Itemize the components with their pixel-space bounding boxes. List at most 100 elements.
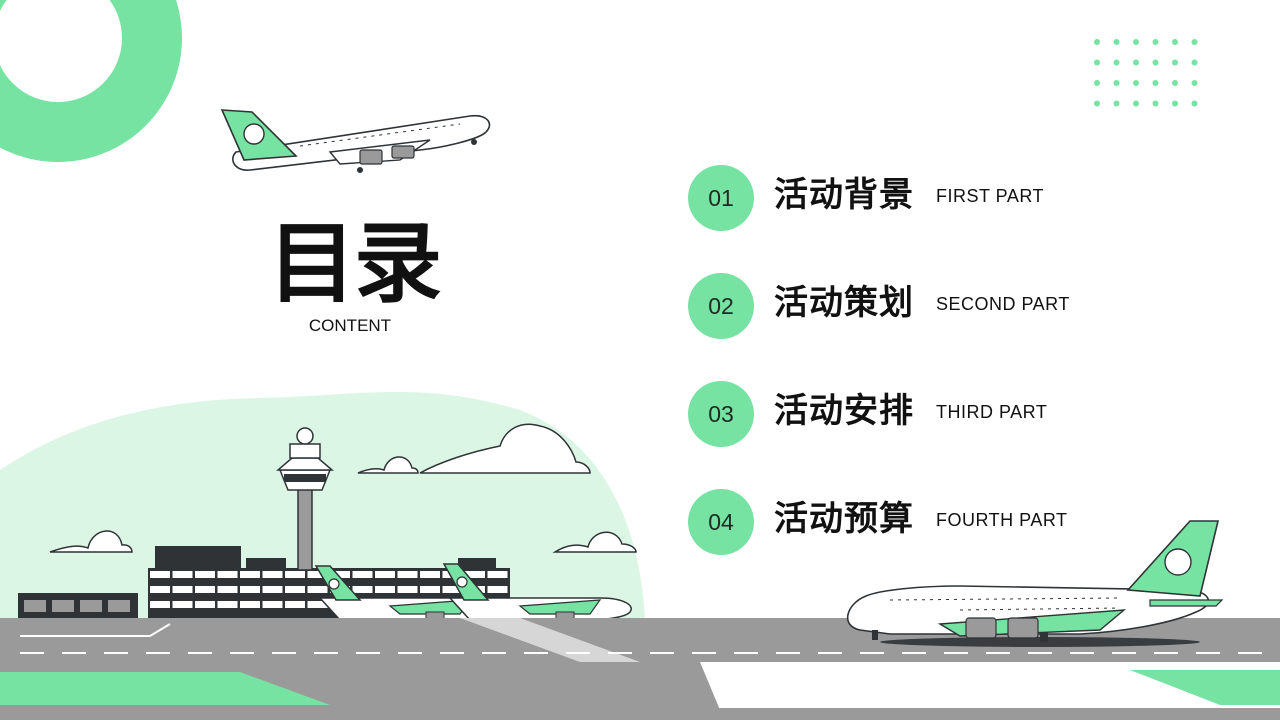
terminal-buildings: [18, 546, 510, 618]
building-window: [465, 571, 485, 578]
runway-dash: [1070, 652, 1094, 654]
decor-dot: [1152, 100, 1159, 107]
runway-dash: [776, 652, 800, 654]
decor-dot: [1191, 100, 1198, 107]
clouds: [49, 423, 637, 553]
decor-dot: [1094, 80, 1100, 86]
runway-dash: [356, 652, 380, 654]
building-window: [487, 571, 508, 578]
toc-number-badge: 02: [688, 273, 754, 339]
toc-label: 活动策划: [774, 283, 914, 323]
decor-dot: [1113, 59, 1120, 66]
building-window: [397, 586, 418, 593]
building-window: [442, 586, 463, 593]
airplane-parked: [846, 520, 1224, 647]
toc-number-badge: 01: [688, 165, 754, 231]
decor-dot: [1133, 100, 1139, 107]
decor-dot: [1094, 39, 1100, 45]
runway-dash: [944, 652, 968, 654]
decor-dot: [1113, 39, 1120, 45]
decor-dot: [1133, 39, 1139, 45]
runway-dash: [20, 652, 44, 654]
runway-dash: [398, 652, 422, 654]
runway-dash: [818, 652, 842, 654]
top-left-ring: [0, 0, 182, 162]
building-window: [307, 571, 328, 578]
runway-dash: [272, 652, 296, 654]
runway-dash: [734, 652, 758, 654]
toc-item-1[interactable]: 01 活动背景 FIRST PART: [688, 165, 1208, 231]
building-window: [217, 601, 238, 608]
building-window: [262, 571, 283, 578]
decor-dot: [1094, 59, 1100, 66]
runway-dash: [692, 652, 716, 654]
runway-dash: [902, 652, 926, 654]
building-window: [217, 571, 238, 578]
runway-dash: [230, 652, 254, 654]
building-window: [307, 601, 328, 608]
page-title: 目录: [268, 212, 442, 315]
decor-dot: [1172, 39, 1178, 45]
building-window: [262, 601, 283, 608]
building-window: [330, 571, 350, 578]
runway-dash: [650, 652, 674, 654]
building-window: [285, 571, 305, 578]
building-window: [240, 586, 260, 593]
building-window: [420, 571, 440, 578]
toc-item-3[interactable]: 03 活动安排 THIRD PART: [688, 381, 1208, 447]
runway-dash: [1238, 652, 1262, 654]
building-window: [240, 601, 260, 608]
runway-dash: [1154, 652, 1178, 654]
building-window: [375, 586, 395, 593]
decor-dot: [1113, 80, 1120, 86]
airplane-flying: [220, 109, 491, 173]
toc-label: 活动预算: [774, 499, 914, 539]
toc-english-label: FOURTH PART: [936, 510, 1068, 530]
decor-dot: [1133, 59, 1139, 66]
runway-dash: [986, 652, 1010, 654]
building-window: [240, 571, 260, 578]
runway-dash: [440, 652, 464, 654]
runway-dash: [188, 652, 212, 654]
decor-dot: [1172, 59, 1178, 66]
decor-dot: [1191, 59, 1198, 66]
building-window: [375, 571, 395, 578]
decor-dot: [1133, 80, 1139, 86]
runway: [0, 618, 1280, 720]
building-window: [172, 586, 193, 593]
toc-english-label: FIRST PART: [936, 186, 1045, 206]
building-window: [150, 571, 170, 578]
toc-item-4[interactable]: 04 活动预算 FOURTH PART: [688, 489, 1208, 555]
runway-dash: [482, 652, 506, 654]
toc-number-badge: 04: [688, 489, 754, 555]
runway-dash: [524, 652, 548, 654]
decor-dot: [1113, 100, 1120, 107]
runway-dash: [608, 652, 632, 654]
building-window: [352, 586, 373, 593]
toc-item-2[interactable]: 02 活动策划 SECOND PART: [688, 273, 1208, 339]
runway-dash: [860, 652, 884, 654]
decor-dot: [1191, 39, 1198, 45]
building-window: [172, 571, 193, 578]
building-window: [150, 586, 170, 593]
decor-dot: [1152, 59, 1159, 66]
building-window: [217, 586, 238, 593]
decor-dot: [1191, 80, 1198, 86]
building-window: [172, 601, 193, 608]
toc-label: 活动背景: [774, 175, 914, 215]
control-tower: [275, 427, 335, 571]
building-window: [195, 571, 215, 578]
building-window: [150, 601, 170, 608]
decor-dot: [1094, 100, 1100, 107]
runway-dash: [1112, 652, 1136, 654]
runway-dash: [104, 652, 128, 654]
decor-dot: [1152, 80, 1159, 86]
building-window: [262, 586, 283, 593]
building-window: [397, 571, 418, 578]
building-window: [195, 601, 215, 608]
building-window: [420, 586, 440, 593]
runway-dash: [62, 652, 86, 654]
page-subtitle: CONTENT: [308, 316, 392, 335]
toc-label: 活动安排: [774, 391, 914, 431]
